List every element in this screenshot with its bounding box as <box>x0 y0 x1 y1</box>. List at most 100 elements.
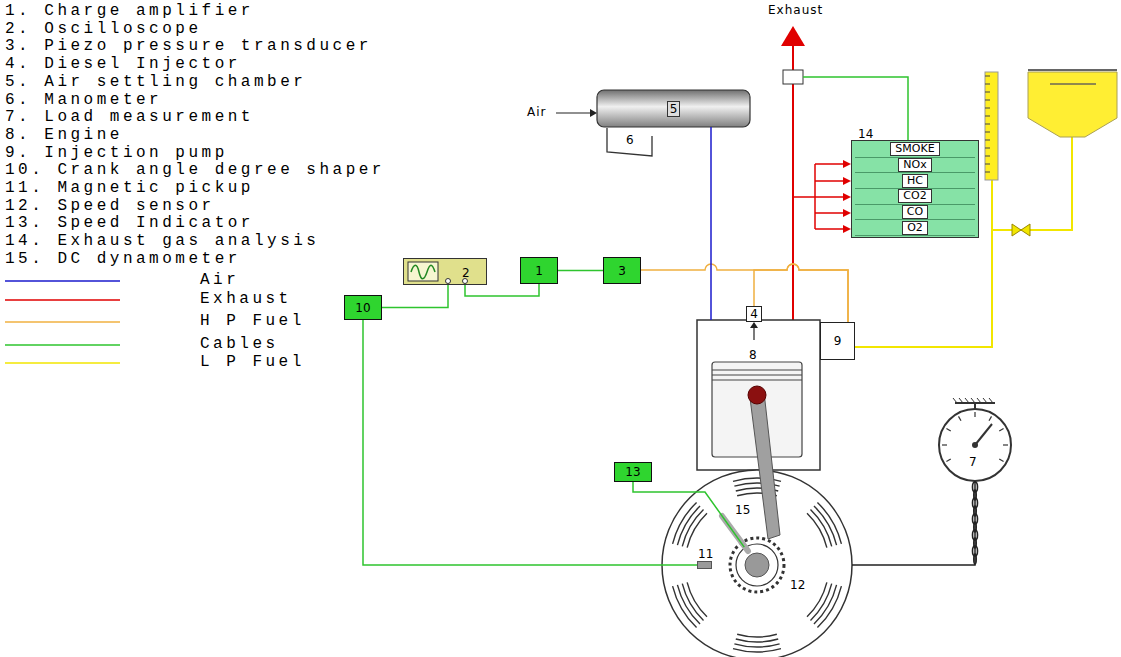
signal-cable <box>558 270 603 272</box>
legend-line-sample <box>5 299 120 301</box>
callout-number: 14 <box>858 127 873 141</box>
exhaust-gas-analyser: 14SMOKENOxHCCO2COO2 <box>851 140 979 238</box>
waveform <box>411 265 435 279</box>
part-list-item: 15. DC dynamometer <box>5 251 241 268</box>
exhaust-branch <box>815 163 844 165</box>
fuel-valve <box>1012 224 1021 236</box>
legend-line-sample <box>5 362 120 364</box>
gas-channel-label: HC <box>902 174 928 188</box>
piston-ring <box>712 375 802 376</box>
arrow-head <box>843 193 851 201</box>
hp-fuel-line <box>754 264 848 322</box>
signal-cable <box>382 285 448 308</box>
callout-number: 7 <box>969 455 977 469</box>
text-holder: 14 <box>858 123 873 142</box>
legend-text: Air <box>200 272 239 289</box>
legend-text: L P Fuel <box>200 354 305 371</box>
exhaust-branch <box>793 196 815 198</box>
gas-channel-label: SMOKE <box>890 142 939 156</box>
tick <box>1003 444 1008 445</box>
part-list-item: 2. Oscilloscope <box>5 21 202 38</box>
gauge-needle <box>975 424 992 445</box>
terminal <box>463 279 468 284</box>
legend-text: Exhaust <box>200 291 292 308</box>
scale-tick <box>985 140 990 141</box>
scale-tick <box>985 156 990 157</box>
scale-tick <box>985 76 990 77</box>
hatch <box>971 398 975 403</box>
wheel-slot <box>733 634 781 652</box>
part-list-item: 8. Engine <box>5 127 123 144</box>
connecting-rod <box>750 392 780 539</box>
signal-cable <box>465 284 539 296</box>
fuel-level <box>1050 83 1096 84</box>
wheel-slot <box>670 501 709 551</box>
diesel-injector: 4 <box>746 306 762 322</box>
tick <box>942 444 947 445</box>
exhaust-branch <box>815 180 844 182</box>
scale-tick <box>985 116 990 117</box>
exhaust-pipe <box>792 45 794 320</box>
manometer: 6 <box>606 128 652 158</box>
callout-number: 8 <box>749 348 757 362</box>
piston-ring <box>712 380 802 381</box>
magnetic-pickup: 11 <box>697 561 712 569</box>
scale-tick <box>985 148 990 149</box>
legend-line-sample <box>5 280 120 282</box>
callout-number: 2 <box>462 266 470 280</box>
part-list-item: 3. Piezo pressure transducer <box>5 38 372 55</box>
callout-number: 3 <box>618 264 626 278</box>
scale-tick <box>985 92 990 93</box>
hatch <box>989 398 993 403</box>
arrow-head <box>843 160 851 168</box>
injection-pump: 9 <box>820 322 855 360</box>
exhaust-probe <box>783 70 803 84</box>
text-holder: 8 <box>749 344 757 363</box>
callout-number: 9 <box>834 334 842 348</box>
gas-channel: CO <box>855 205 975 221</box>
part-list-item: 9. Injection pump <box>5 145 228 162</box>
pressure-transducer: 3 <box>603 257 641 284</box>
piston-pin <box>748 386 766 404</box>
callout-number: 4 <box>750 307 758 321</box>
scale-tick <box>985 172 990 173</box>
exhaust-arrow-head <box>781 26 805 46</box>
scale-tick <box>985 164 990 165</box>
crank-angle-shaper: 10 <box>344 295 382 320</box>
air-line <box>710 127 712 320</box>
gas-channel-label: O2 <box>902 221 928 235</box>
injector-arrow <box>753 327 754 340</box>
flow-label: Exhaust <box>768 3 823 17</box>
gear-teeth <box>730 538 784 592</box>
part-list-item: 11. Magnetic pickup <box>5 180 254 197</box>
part-list-item: 5. Air settling chamber <box>5 74 306 91</box>
tick <box>999 459 1003 462</box>
tick <box>999 429 1003 432</box>
exhaust-branch <box>815 196 844 198</box>
hp-fuel-line <box>641 264 848 322</box>
oscilloscope-face <box>404 259 488 286</box>
hatch <box>965 398 969 403</box>
part-list-item: 4. Diesel Injector <box>5 56 241 73</box>
callout-number: 6 <box>626 133 634 147</box>
gas-channel: HC <box>855 173 975 189</box>
part-list-item: 7. Load measurement <box>5 109 254 126</box>
gas-channel: NOx <box>855 158 975 174</box>
scale-tick <box>985 132 990 133</box>
hatch <box>977 398 981 403</box>
part-list-item: 12. Speed sensor <box>5 198 215 215</box>
air-inlet-arrow <box>556 112 591 113</box>
callout-number: 13 <box>625 465 640 479</box>
gear-hub <box>745 553 769 577</box>
arrow-head <box>750 322 758 328</box>
text-holder: 6 <box>626 129 634 148</box>
wheel-slot <box>805 501 844 551</box>
legend-text: H P Fuel <box>200 313 305 330</box>
legend-line-sample <box>5 321 120 323</box>
signal-cable <box>633 482 744 547</box>
callout-number: 1 <box>535 264 543 278</box>
needle-pivot <box>972 442 978 448</box>
callout-number: 5 <box>667 101 681 117</box>
